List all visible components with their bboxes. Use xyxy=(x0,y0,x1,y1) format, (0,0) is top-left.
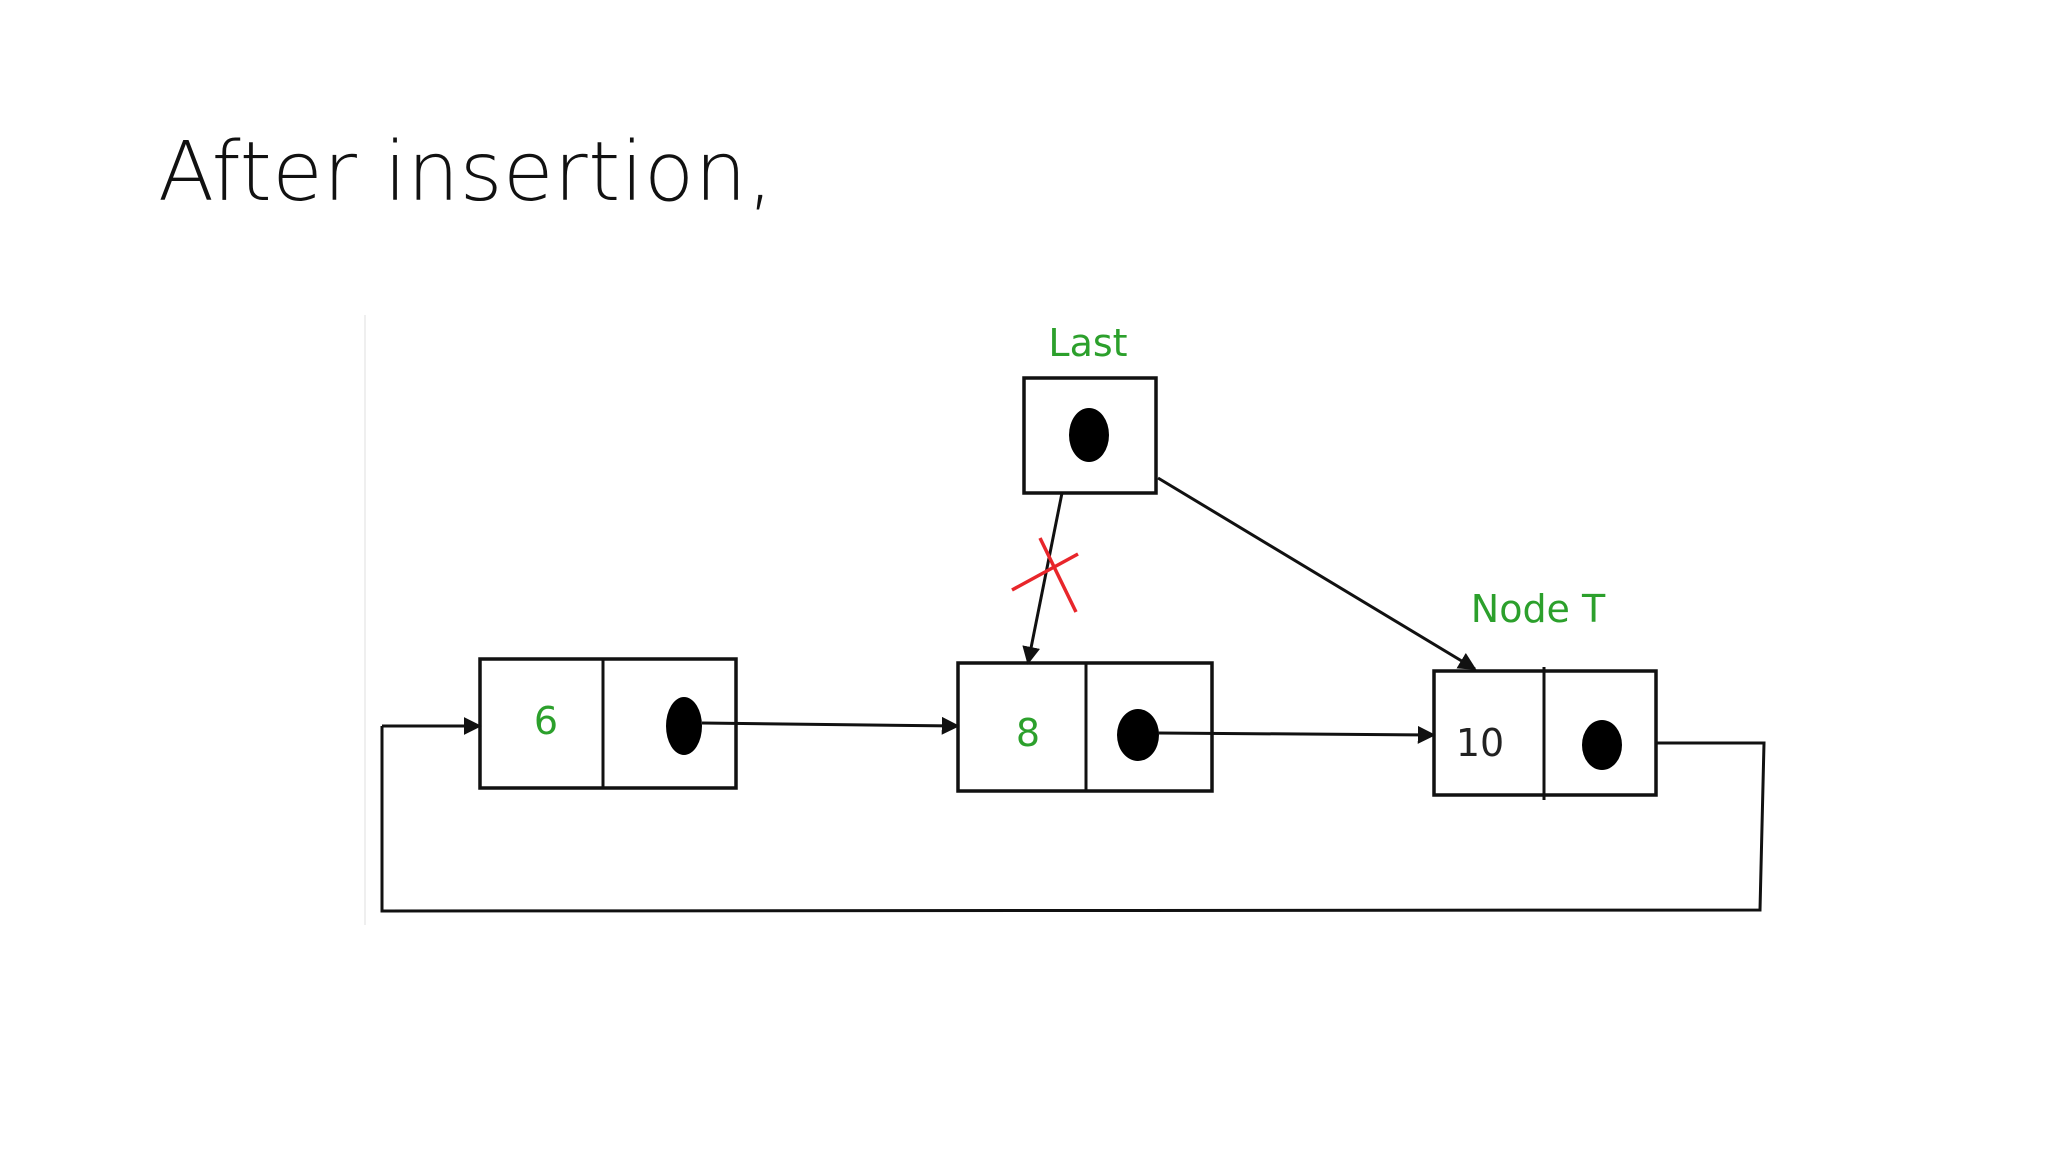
node-t-label: Node T xyxy=(1471,587,1606,631)
last-pointer-label: Last xyxy=(1048,321,1127,365)
node-6-next-dot xyxy=(666,697,702,755)
removed-link-cross xyxy=(1011,537,1079,613)
old-last-link xyxy=(1022,492,1064,665)
node-10-next-dot xyxy=(1582,720,1622,770)
node-6-value: 6 xyxy=(534,699,558,743)
node-8: 8 xyxy=(956,661,1214,793)
node-8-value: 8 xyxy=(1016,711,1040,755)
new-last-link xyxy=(1157,476,1477,671)
node-10: Node T 10 xyxy=(1432,587,1658,800)
circular-back-link xyxy=(380,726,1766,913)
link-8-to-10 xyxy=(1157,725,1436,744)
node-8-next-dot xyxy=(1117,709,1159,761)
last-pointer-dot xyxy=(1069,408,1109,462)
link-6-to-8 xyxy=(701,716,960,735)
slide-title: After insertion, xyxy=(158,125,774,220)
node-6: 6 xyxy=(478,657,738,790)
node-10-value: 10 xyxy=(1456,721,1504,765)
